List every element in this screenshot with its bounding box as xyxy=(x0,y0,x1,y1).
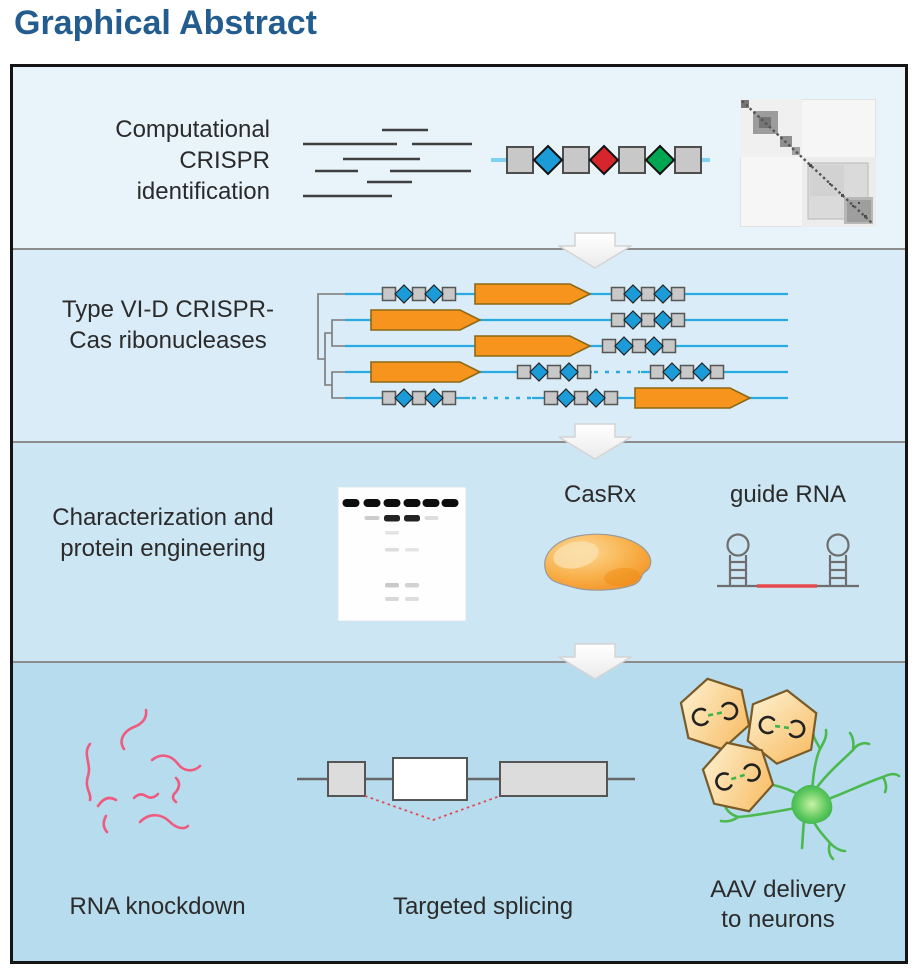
sequencing-reads-icon xyxy=(303,128,472,198)
down-arrow-icon xyxy=(558,423,632,460)
splicing-label: Targeted splicing xyxy=(392,893,574,920)
step3-label: Characterization and protein engineering xyxy=(52,504,274,562)
similarity-matrix-icon xyxy=(740,99,876,227)
casrx-protein-icon xyxy=(544,533,652,591)
down-arrow-icon xyxy=(558,232,632,269)
step2-label: Type VI-D CRISPR-Cas ribonucleases xyxy=(61,296,275,354)
guide-rna-icon xyxy=(717,533,859,588)
step1-label: Computational CRISPR identification xyxy=(115,116,270,205)
band-type-vid-crispr xyxy=(13,248,905,441)
aav-label: AAV delivery to neurons xyxy=(710,876,846,933)
guide-rna-label: guide RNA xyxy=(729,481,847,508)
page-title: Graphical Abstract xyxy=(14,4,317,42)
gel-image xyxy=(338,487,466,621)
casrx-label: CasRx xyxy=(563,481,636,508)
crispr-loci-phylogeny-icon xyxy=(317,283,788,409)
neuron-soma xyxy=(791,785,833,824)
rna-fragments-icon xyxy=(85,708,202,834)
aav-capsid-icon xyxy=(679,677,818,813)
aav-neuron-icon xyxy=(679,677,901,861)
crispr-array-icon xyxy=(491,144,710,176)
knockdown-label: RNA knockdown xyxy=(69,893,246,920)
targeted-splicing-icon xyxy=(297,757,635,821)
down-arrow-icon xyxy=(558,643,632,680)
